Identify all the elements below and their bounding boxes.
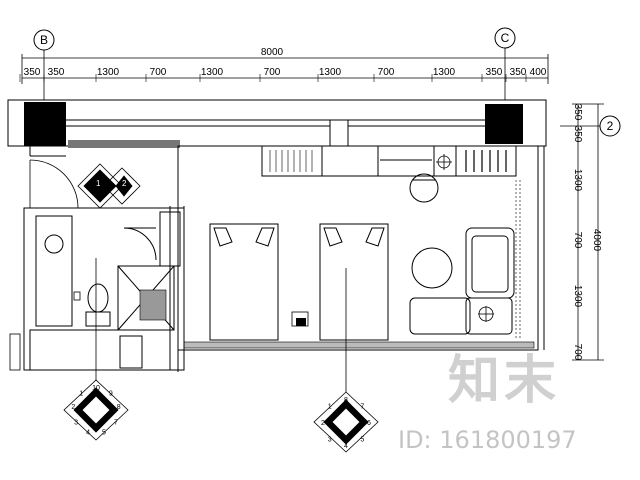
top-segment-dim: 350 (24, 67, 41, 78)
elevation-marker-bath-labels: 10 98 7 5 4 3 21 (71, 385, 120, 437)
right-segment-dim: 1300 (572, 169, 583, 192)
round-table (411, 247, 453, 289)
toilet (85, 283, 111, 327)
bath-marker-label: 9 (109, 390, 113, 397)
bed-right (319, 223, 389, 341)
right-segment-dim: 700 (572, 232, 583, 249)
side-table-icon (478, 306, 494, 322)
room-marker-label: 7 (360, 404, 364, 411)
room-marker-label: 1 (328, 404, 332, 411)
curtain-track (515, 180, 521, 340)
room-marker-label: 3 (328, 436, 332, 443)
entry-door (29, 159, 79, 209)
nightstand-phone-icon (291, 311, 309, 327)
watermark-id: ID: 161800197 (398, 426, 577, 454)
shower-drain-hatch (139, 289, 167, 321)
bathroom (23, 207, 185, 371)
top-segment-dim: 400 (530, 67, 547, 78)
grid-axis-c: C (494, 27, 516, 100)
top-segment-dim: 350 (486, 67, 503, 78)
room-marker-label: 4 (344, 443, 348, 450)
top-overall-dim: 8000 (261, 47, 284, 58)
grid-axis-2: 2 (560, 115, 621, 137)
bed-left (209, 223, 279, 341)
desk-chair (409, 173, 439, 203)
exterior-wall (7, 99, 547, 157)
top-segment-dim: 1300 (433, 67, 456, 78)
bath-marker-label: 2 (71, 404, 75, 411)
bath-door (9, 333, 21, 371)
bath-marker-label: 10 (92, 385, 100, 392)
right-segment-dim: 350 (572, 126, 583, 143)
top-segment-dim: 700 (264, 67, 281, 78)
watermark-logo: 知末 (448, 351, 561, 411)
elevation-marker-room (313, 268, 379, 453)
elevation-marker-upper-label-1: 1 (96, 179, 101, 188)
sill-hatch (68, 140, 180, 148)
top-segment-dim: 700 (150, 67, 167, 78)
drawer-hatch (269, 150, 313, 172)
elevation-marker-room-labels: 8 7 6 5 4 3 2 1 (321, 397, 371, 450)
room-marker-label: 5 (360, 436, 364, 443)
bath-marker-label: 3 (74, 420, 78, 427)
structural-column-left (24, 102, 66, 146)
armchair-upper (465, 227, 515, 299)
elevation-marker-bath (63, 258, 129, 441)
grid-axis-2-label: 2 (607, 119, 614, 133)
top-segment-dim: 1300 (319, 67, 342, 78)
room-marker-label: 2 (321, 420, 325, 427)
bath-marker-label: 4 (86, 430, 90, 437)
right-dimension-segments: 350 350 1300 700 1300 700 (572, 104, 583, 361)
top-segment-dim: 350 (510, 67, 527, 78)
elevation-marker-upper (77, 163, 141, 209)
right-segment-dim: 1300 (572, 285, 583, 308)
top-segment-dim: 350 (48, 67, 65, 78)
bath-marker-label: 5 (102, 430, 106, 437)
wardrobe-desk-row (261, 145, 517, 177)
grid-axis-b: B (33, 29, 55, 100)
grid-axis-b-label: B (40, 33, 48, 47)
tissue-holder (73, 291, 81, 301)
hanging-rail (465, 150, 507, 172)
bath-marker-label: 8 (117, 404, 121, 411)
room-marker-label: 6 (367, 420, 371, 427)
structural-column-right (485, 104, 523, 144)
room-marker-label: 8 (344, 397, 348, 404)
bath-marker-label: 7 (114, 420, 118, 427)
bath-marker-label: 1 (79, 390, 83, 397)
grid-axis-c-label: C (501, 31, 510, 45)
elevation-marker-upper-label-2: 2 (122, 179, 127, 188)
right-segment-dim: 350 (572, 104, 583, 121)
top-segment-dim: 700 (378, 67, 395, 78)
top-segment-dim: 1300 (97, 67, 120, 78)
desk-lamp-icon (436, 154, 452, 170)
armchair-lower (409, 297, 513, 335)
right-overall-dim: 4000 (591, 229, 602, 252)
right-segment-dim: 700 (572, 344, 583, 361)
top-dimension (21, 54, 549, 84)
right-dimension (572, 103, 604, 361)
basin (44, 234, 64, 254)
top-segment-dim: 1300 (201, 67, 224, 78)
